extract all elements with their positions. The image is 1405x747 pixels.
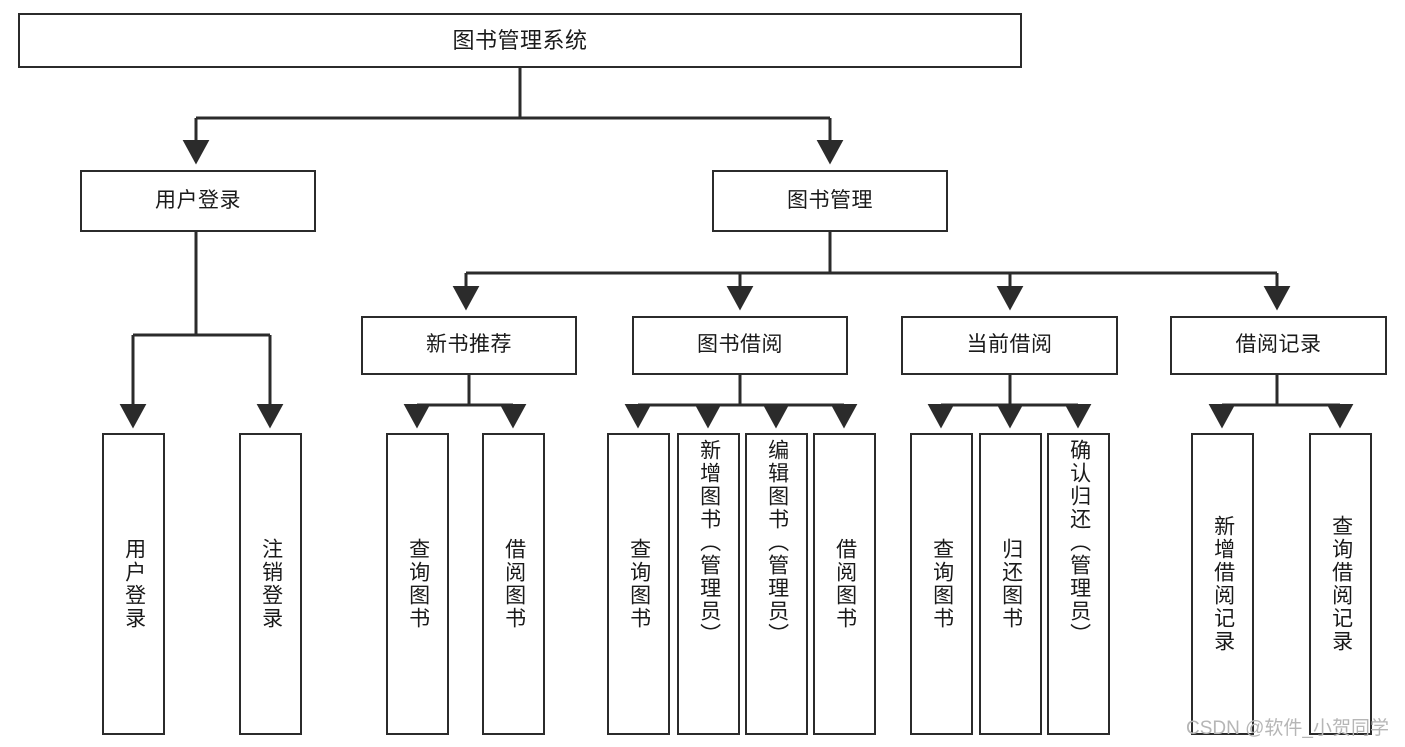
node-label: 当前借阅 xyxy=(966,333,1053,357)
node-book-management[interactable]: 图书管理 xyxy=(712,170,948,232)
leaf-query-book-newbook[interactable]: 查询图书 xyxy=(386,433,449,735)
leaf-query-book-borrow[interactable]: 查询图书 xyxy=(607,433,670,735)
node-label: 查询图书 xyxy=(406,538,430,630)
node-label: 图书管理 xyxy=(787,188,873,212)
leaf-query-borrow-record[interactable]: 查询借阅记录 xyxy=(1309,433,1372,735)
leaf-add-borrow-record[interactable]: 新增借阅记录 xyxy=(1191,433,1254,735)
node-label: 归还图书 xyxy=(999,538,1023,630)
leaf-user-login[interactable]: 用户登录 xyxy=(102,433,165,735)
node-label: 借阅记录 xyxy=(1235,333,1322,357)
leaf-edit-book-admin[interactable]: 编辑图书（管理员） xyxy=(745,433,808,735)
leaf-add-book-admin[interactable]: 新增图书（管理员） xyxy=(677,433,740,735)
leaf-logout[interactable]: 注销登录 xyxy=(239,433,302,735)
node-borrow-record[interactable]: 借阅记录 xyxy=(1170,316,1387,375)
leaf-borrow-book-newbook[interactable]: 借阅图书 xyxy=(482,433,545,735)
node-user-login[interactable]: 用户登录 xyxy=(80,170,316,232)
node-label: 借阅图书 xyxy=(833,538,857,630)
node-label: 新书推荐 xyxy=(426,333,512,357)
node-root-system[interactable]: 图书管理系统 xyxy=(18,13,1022,68)
node-label: 用户登录 xyxy=(155,188,241,212)
node-label: 新增借阅记录 xyxy=(1211,515,1235,653)
node-book-borrow[interactable]: 图书借阅 xyxy=(632,316,848,375)
node-label: 图书借阅 xyxy=(697,333,783,357)
node-label: 查询借阅记录 xyxy=(1329,515,1353,653)
leaf-return-book[interactable]: 归还图书 xyxy=(979,433,1042,735)
node-label: 查询图书 xyxy=(930,538,954,630)
csdn-watermark: CSDN @软件_小贺同学 xyxy=(1186,718,1389,739)
leaf-confirm-return-admin[interactable]: 确认归还（管理员） xyxy=(1047,433,1110,735)
node-new-book-recommendation[interactable]: 新书推荐 xyxy=(361,316,577,375)
node-label: 注销登录 xyxy=(259,538,283,630)
node-label: 查询图书 xyxy=(627,538,651,630)
node-label: 借阅图书 xyxy=(502,538,526,630)
leaf-query-book-current[interactable]: 查询图书 xyxy=(910,433,973,735)
node-label: 新增图书（管理员） xyxy=(697,439,721,646)
leaf-borrow-book[interactable]: 借阅图书 xyxy=(813,433,876,735)
node-label: 用户登录 xyxy=(122,538,146,630)
node-label: 编辑图书（管理员） xyxy=(765,439,789,646)
node-current-borrow[interactable]: 当前借阅 xyxy=(901,316,1118,375)
node-label: 图书管理系统 xyxy=(452,27,588,53)
node-label: 确认归还（管理员） xyxy=(1067,439,1091,646)
